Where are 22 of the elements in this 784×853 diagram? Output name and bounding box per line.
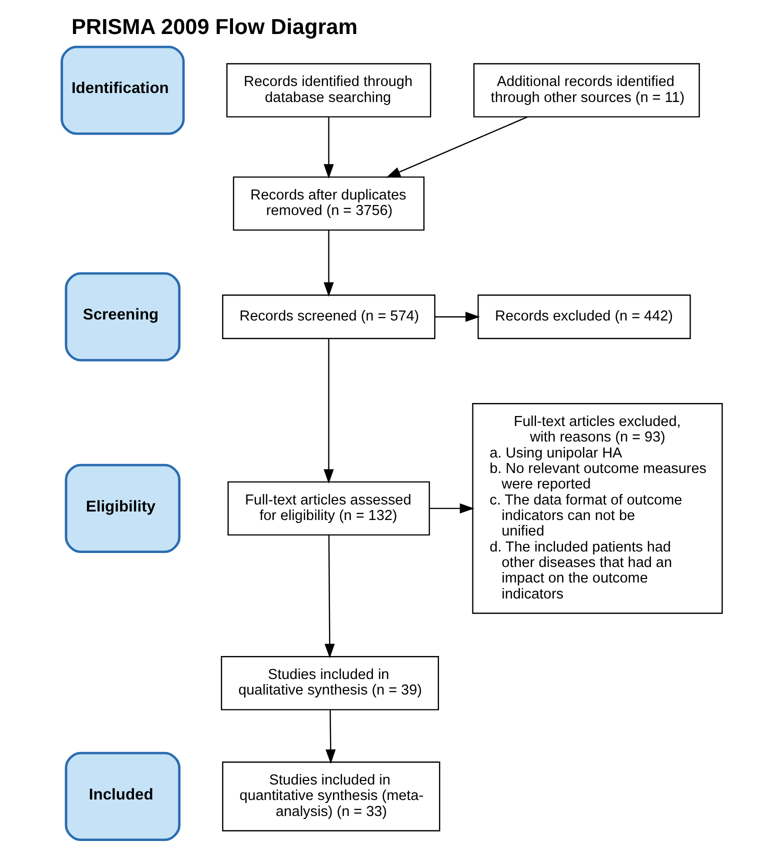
node-box: Screening (64, 272, 181, 362)
arrow (435, 312, 480, 322)
node-box: Records screened (n = 574) (222, 294, 436, 340)
node-box: Full-text articles excluded, with reasons (n = 93) a. Using unipolar HA b. No relevant outcome measures were reported c. The data format of outcome indicators can not be unified d. The included patients had other diseases that had an impact on the outcome indicators (472, 403, 723, 614)
arrow (326, 710, 336, 764)
arrow (324, 535, 335, 658)
node-box: Identification (60, 46, 185, 135)
node-box: Full-text articles assessed for eligibility (n = 132) (228, 481, 430, 536)
node-box: Eligibility (64, 464, 181, 554)
arrow (324, 338, 334, 484)
arrow (386, 116, 528, 178)
node-box: Records after duplicates removed (n = 3756) (232, 176, 425, 231)
node-box: Additional records identified through other sources (n = 11) (473, 63, 700, 118)
node-box: Records excluded (n = 442) (478, 294, 691, 340)
node-box: Included (64, 752, 181, 842)
arrow (430, 503, 474, 514)
node-box: Studies included in quantitative synthesis (meta-analysis) (n = 33) (222, 762, 440, 832)
arrow (324, 117, 334, 179)
arrow (324, 230, 334, 297)
diagram-title: PRISMA 2009 Flow Diagram (71, 14, 358, 40)
node-box: Studies included in qualitative synthesis (n = 39) (220, 656, 439, 710)
node-box: Records identified through database searching (226, 63, 432, 118)
